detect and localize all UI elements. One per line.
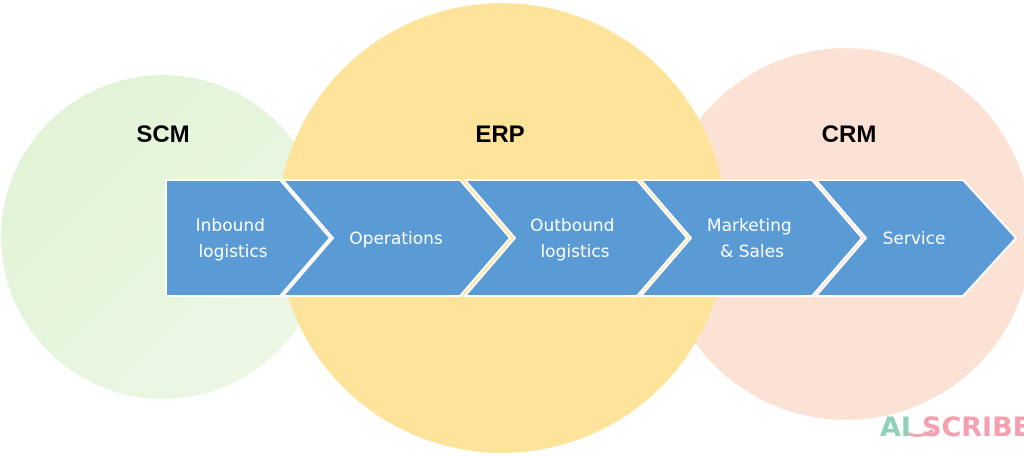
scm-circle [1,75,325,399]
service-chevron [813,179,1018,297]
inbound-logistics-chevron [165,179,332,297]
outbound-logistics-label: Outbound logistics [530,216,620,262]
service-label: Service [883,229,946,249]
operations-label: Operations [349,229,443,249]
aiscribe-logo: AI SCRIBE [880,412,1024,443]
erp-label: ERP [475,121,524,148]
crm-label: CRM [822,121,877,148]
operations-chevron [280,179,512,297]
logo-swoosh [904,428,934,437]
outbound-logistics-chevron [462,179,689,297]
marketing-sales-label: Marketing & Sales [707,216,797,262]
inbound-logistics-label: Inbound logistics [196,216,271,262]
logo-right-text: SCRIBE [922,412,1024,443]
marketing-sales-chevron [638,179,864,297]
scm-label: SCM [136,121,189,148]
logo-left-text: AI [880,412,911,443]
